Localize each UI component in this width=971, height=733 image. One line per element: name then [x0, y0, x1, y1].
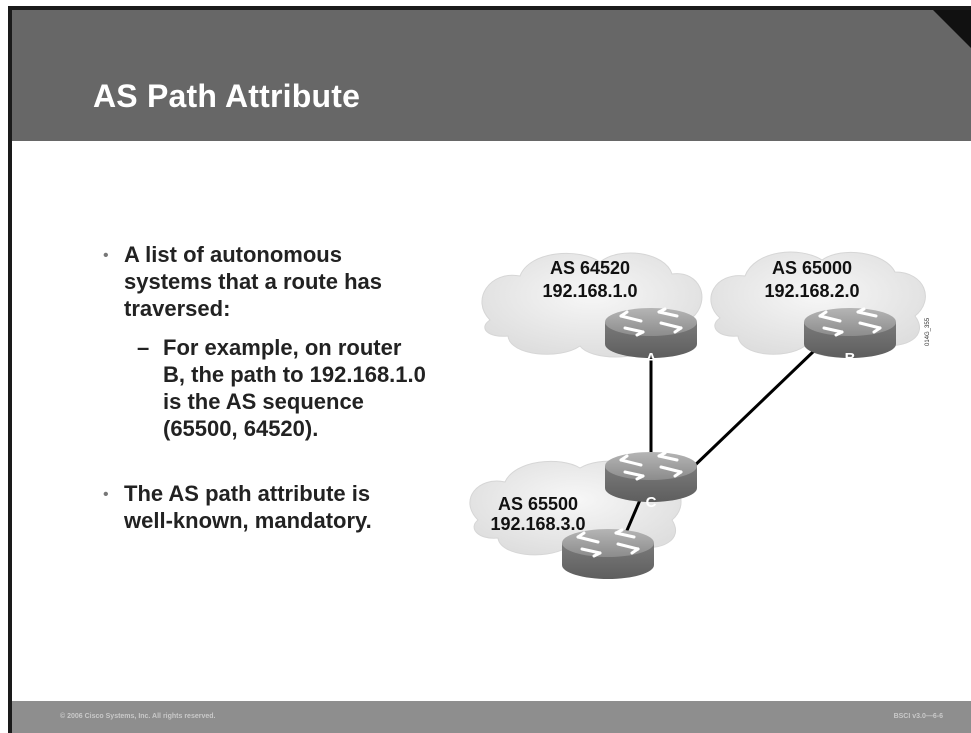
router-unlabeled [560, 527, 656, 581]
figure-id: 014G_355 [925, 317, 931, 346]
frame-left-border [8, 6, 12, 733]
sub-bullet-line-4: (65500, 64520). [163, 416, 319, 441]
router-c-label: C [646, 494, 657, 511]
bullet-2-line-1: The AS path attribute is [124, 481, 371, 506]
sub-bullet-line-3: is the AS sequence [163, 389, 364, 414]
corner-triangle [933, 10, 971, 48]
slide-title: AS Path Attribute [93, 78, 361, 114]
title-bar [12, 10, 971, 141]
cloud-as65500-network: 192.168.3.0 [490, 514, 585, 534]
cloud-as65500-as: AS 65500 [498, 494, 578, 514]
cloud-as64520-as: AS 64520 [550, 258, 630, 278]
bullet-1-line-1: A list of autonomous [124, 242, 342, 267]
bullet-marker: • [103, 486, 109, 503]
link-c-router4 [623, 499, 642, 536]
cloud-as65000-network: 192.168.2.0 [764, 281, 859, 301]
bullet-1-line-3: traversed: [124, 296, 231, 321]
bullet-marker: • [103, 247, 109, 264]
bullet-1-line-2: systems that a route has [124, 269, 382, 294]
footer-course: BSCI v3.0—6-6 [893, 713, 943, 720]
sub-bullet-line-2: B, the path to 192.168.1.0 [163, 362, 426, 387]
sub-bullet-marker: – [137, 335, 150, 360]
bullet-2-line-2: well-known, mandatory. [124, 508, 372, 533]
cloud-as64520-network: 192.168.1.0 [542, 281, 637, 301]
frame-top-border [8, 6, 971, 10]
cloud-as65000-as: AS 65000 [772, 258, 852, 278]
router-b-label: B [845, 350, 856, 367]
router-a-label: A [646, 350, 657, 367]
link-b-c [688, 348, 817, 472]
footer-copyright: © 2006 Cisco Systems, Inc. All rights re… [60, 713, 216, 720]
sub-bullet-line-1: For example, on router [163, 335, 402, 360]
footer-bar: © 2006 Cisco Systems, Inc. All rights re… [12, 701, 971, 733]
